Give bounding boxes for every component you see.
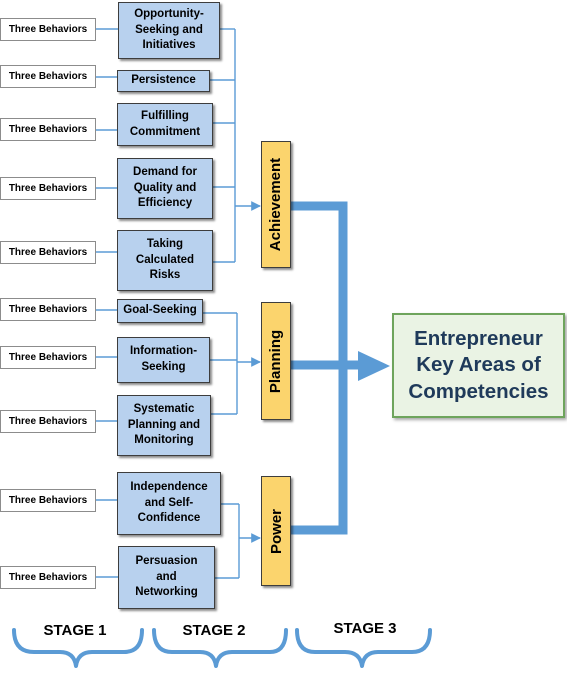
- area-power: Power: [261, 476, 291, 586]
- behavior-box: Three Behaviors: [0, 118, 96, 141]
- competency-independence: Independence and Self- Confidence: [117, 472, 221, 535]
- competency-demand-for-quality: Demand for Quality and Efficiency: [117, 158, 213, 219]
- behavior-box: Three Behaviors: [0, 346, 96, 369]
- competency-opportunity-seeking: Opportunity- Seeking and Initiatives: [118, 2, 220, 59]
- stage-label-1: STAGE 1: [43, 622, 107, 639]
- behavior-box: Three Behaviors: [0, 566, 96, 589]
- competency-persistence: Persistence: [117, 70, 210, 92]
- area-achievement: Achievement: [261, 141, 291, 268]
- behavior-box: Three Behaviors: [0, 18, 96, 41]
- behavior-box: Three Behaviors: [0, 177, 96, 200]
- behavior-box: Three Behaviors: [0, 65, 96, 88]
- competency-fulfilling-commitment: Fulfilling Commitment: [117, 103, 213, 146]
- area-planning: Planning: [261, 302, 291, 420]
- behavior-box: Three Behaviors: [0, 241, 96, 264]
- behavior-box: Three Behaviors: [0, 410, 96, 433]
- competency-taking-calculated-risks: Taking Calculated Risks: [117, 230, 213, 291]
- stage-label-3: STAGE 3: [333, 620, 397, 637]
- competency-systematic-planning: Systematic Planning and Monitoring: [117, 395, 211, 456]
- competency-goal-seeking: Goal-Seeking: [117, 299, 203, 323]
- stage-label-2: STAGE 2: [182, 622, 246, 639]
- target-entrepreneur-competencies: Entrepreneur Key Areas of Competencies: [392, 313, 565, 418]
- competency-information-seeking: Information- Seeking: [117, 337, 210, 383]
- behavior-box: Three Behaviors: [0, 489, 96, 512]
- behavior-box: Three Behaviors: [0, 298, 96, 321]
- competency-persuasion: Persuasion and Networking: [118, 546, 215, 609]
